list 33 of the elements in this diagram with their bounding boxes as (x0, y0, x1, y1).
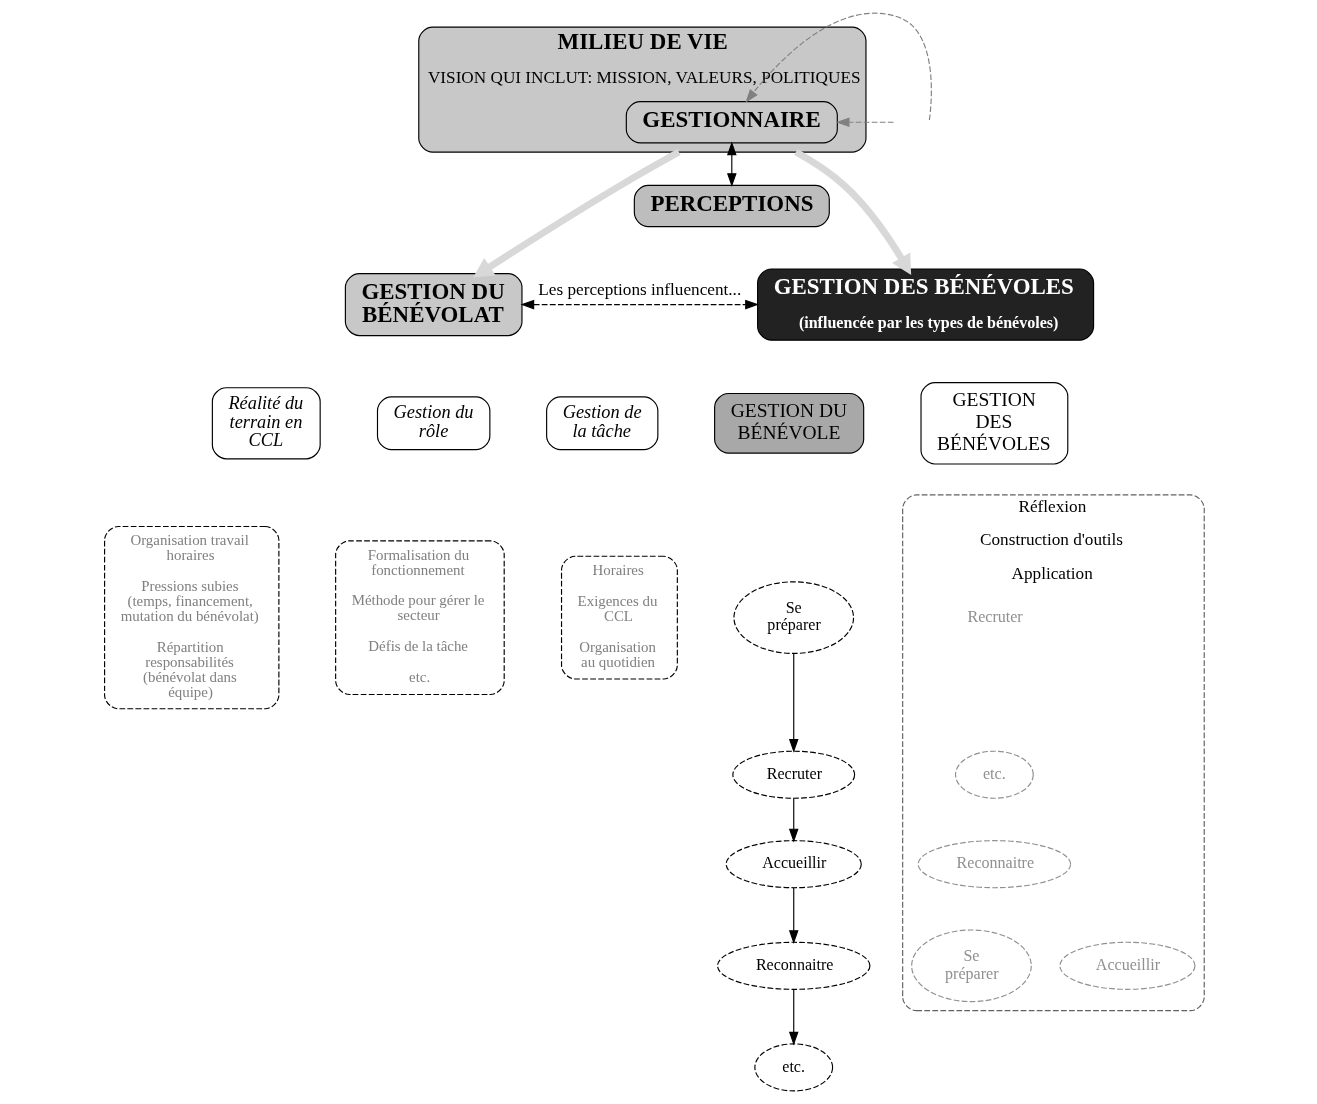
node-box: Horaires Exigences du CCL Organisation au quotidien (560, 555, 678, 680)
node-box: GESTION DES BÉNÉVOLES (influencée par les types de bénévoles) (756, 268, 1094, 341)
node-ellipse: Reconnaitre (917, 840, 1071, 889)
arrow (835, 117, 894, 128)
edge-label: Les perceptions influencent... (537, 280, 741, 300)
node-ellipse: Se préparer (910, 929, 1032, 1003)
node-box: PERCEPTIONS (633, 184, 830, 228)
node-ellipse: etc. (753, 1043, 833, 1092)
node-box: Formalisation du fonctionnement Méthode pour gérer le secteur Défis de la tâche etc. (334, 540, 505, 696)
node-box: Gestion de la tâche (545, 396, 658, 451)
node-box: Organisation travail horaires Pressions subies (temps, financement, mutation du bénévolat) Répartition responsabilités (bénévolat dans équipe) (103, 525, 279, 710)
arrow (472, 149, 681, 278)
arrow (788, 652, 799, 753)
node-ellipse: Accueillir (1058, 941, 1195, 990)
arrow (519, 299, 759, 310)
arrow (793, 149, 911, 276)
node-ellipse: Recruter (731, 750, 855, 799)
arrow (744, 12, 932, 121)
arrow (726, 141, 737, 188)
node-box: GESTION DES BÉNÉVOLES (919, 382, 1068, 465)
node-text: Recruter (966, 607, 1023, 625)
node-ellipse: Accueillir (725, 840, 862, 889)
arrow (788, 797, 799, 843)
node-box: GESTION DU BÉNÉVOLAT (344, 273, 523, 337)
node-box: GESTIONNAIRE (625, 101, 838, 144)
arrow (788, 887, 799, 944)
node-box: GESTION DU BÉNÉVOLE (713, 392, 864, 454)
node-ellipse: Se préparer (732, 581, 854, 655)
node-ellipse: Reconnaitre (716, 941, 870, 990)
node-box: Gestion du rôle (376, 396, 490, 451)
node-box: Réalité du terrain en CCL (211, 387, 321, 460)
arrow (788, 988, 799, 1046)
node-ellipse: etc. (954, 750, 1034, 799)
